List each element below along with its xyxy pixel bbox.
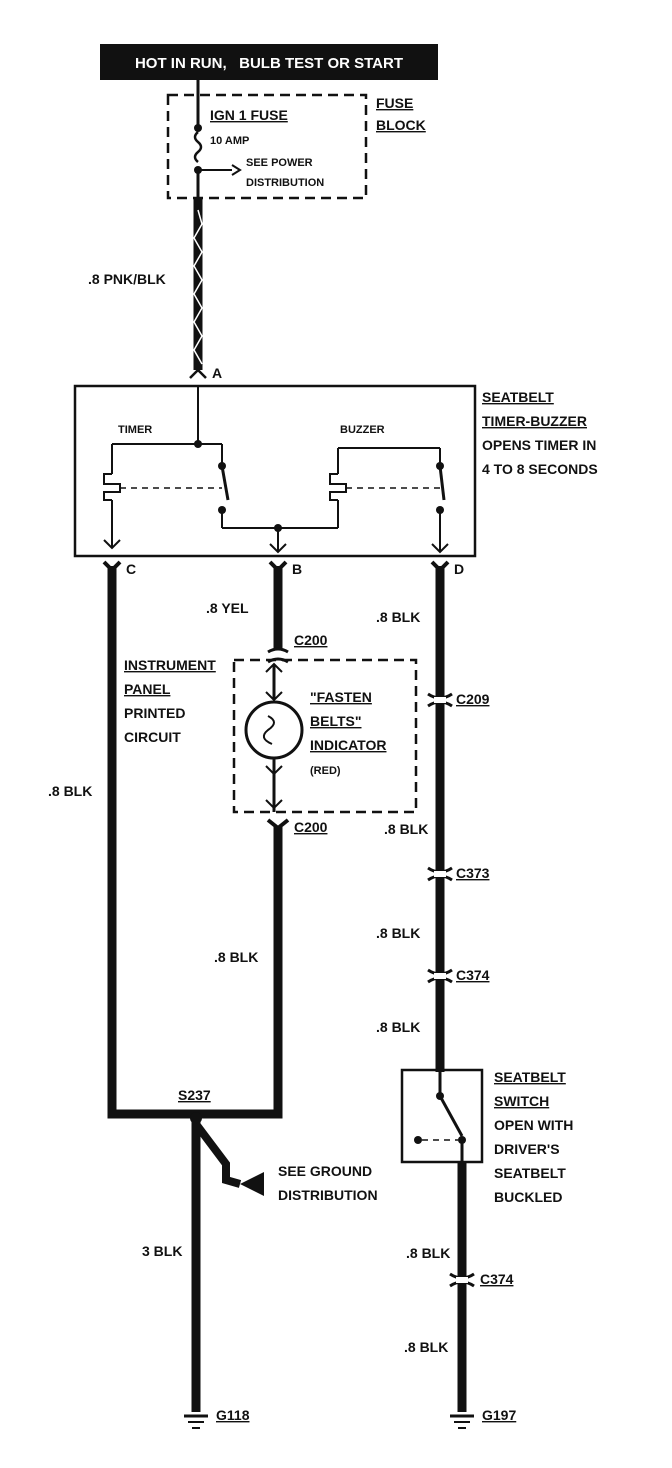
buzzer-label: BUZZER — [340, 424, 385, 436]
c209-label: C209 — [456, 691, 490, 707]
buzzer-coil-icon — [329, 473, 347, 501]
pin-a-label: A — [212, 365, 222, 381]
c373-label: C373 — [456, 865, 490, 881]
timer-buzzer-module — [73, 384, 477, 558]
module-desc-line1: OPENS TIMER IN — [482, 437, 596, 453]
indicator-color: (RED) — [310, 765, 341, 777]
g197-label: G197 — [482, 1407, 516, 1423]
pin-a-arrow-icon — [189, 368, 207, 379]
power-dist-arrow-icon — [231, 164, 242, 176]
c200-top-label: C200 — [294, 632, 328, 648]
module-title-line1: SEATBELT — [482, 389, 554, 405]
indicator-line2: BELTS" — [310, 713, 362, 729]
fuse-block-label-line1: FUSE — [376, 95, 413, 111]
pin-b-label: B — [292, 561, 302, 577]
circuit-d-c209-label: .8 BLK — [384, 821, 428, 837]
indicator-bottom-arrow-icon — [265, 765, 283, 810]
ground-left-wire-label: 3 BLK — [142, 1243, 182, 1259]
pin-b-arrow-icon — [269, 543, 287, 554]
fuse-block-outline — [166, 93, 368, 200]
pin-d-arrow-icon — [431, 543, 449, 554]
indicator-line1: "FASTEN — [310, 689, 372, 705]
pin-d-label: D — [454, 561, 464, 577]
pin-c-label: C — [126, 561, 136, 577]
ground-dist-branch — [192, 1121, 242, 1188]
indicator-bulb-filament — [262, 715, 275, 745]
seatbelt-switch-box — [400, 1068, 484, 1164]
ground-dist-line2: DISTRIBUTION — [278, 1187, 378, 1203]
module-title-line2: TIMER-BUZZER — [482, 413, 587, 429]
indicator-line3: INDICATOR — [310, 737, 386, 753]
c374-upper-label: C374 — [456, 967, 490, 983]
c374-lower-label: C374 — [480, 1271, 514, 1287]
fuse-name: IGN 1 FUSE — [210, 107, 288, 123]
buzzer-contact-blade — [438, 465, 446, 501]
g118-label: G118 — [216, 1407, 250, 1423]
circuit-d-top-label: .8 BLK — [376, 609, 420, 625]
pin-c-arrow-icon — [103, 539, 121, 550]
circuit-c-wire — [107, 566, 283, 1119]
feed-wire-label: .8 PNK/BLK — [88, 271, 166, 287]
circuit-d-c373-label: .8 BLK — [376, 925, 420, 941]
timer-label: TIMER — [118, 424, 152, 436]
switch-open-contact — [414, 1136, 422, 1144]
feed-wire-stripe — [193, 209, 203, 365]
indicator-top-arrow-icon — [265, 662, 283, 702]
switch-line5: SEATBELT — [494, 1165, 566, 1181]
circuit-b-yel-label: .8 YEL — [206, 600, 249, 616]
c200-bottom-connector-icon — [266, 818, 290, 831]
ip-line4: CIRCUIT — [124, 729, 181, 745]
s237-label: S237 — [178, 1087, 211, 1103]
switch-line2: SWITCH — [494, 1093, 549, 1109]
timer-coil-icon — [103, 473, 121, 501]
timer-contact-blade — [220, 465, 230, 501]
ground-dist-arrow-icon — [240, 1172, 264, 1196]
circuit-c-label: .8 BLK — [48, 783, 92, 799]
see-power-line1: SEE POWER — [246, 157, 313, 169]
c374-upper-gap — [434, 973, 446, 979]
see-power-line2: DISTRIBUTION — [246, 177, 324, 189]
fuse-block-label-line2: BLOCK — [376, 117, 426, 133]
module-desc-line2: 4 TO 8 SECONDS — [482, 461, 598, 477]
c373-gap — [434, 871, 446, 877]
power-header-bar — [100, 44, 438, 80]
circuit-d-bottom-label: .8 BLK — [404, 1339, 448, 1355]
circuit-d-c374-label: .8 BLK — [376, 1019, 420, 1035]
ip-line1: INSTRUMENT — [124, 657, 216, 673]
fuse-element-icon — [193, 131, 203, 163]
ip-line2: PANEL — [124, 681, 171, 697]
c209-gap — [434, 697, 446, 703]
switch-blade — [438, 1095, 464, 1137]
switch-line4: DRIVER'S — [494, 1141, 560, 1157]
c374-lower-gap — [456, 1277, 468, 1283]
switch-line6: BUCKLED — [494, 1189, 562, 1205]
power-header-label: HOT IN RUN, BULB TEST OR START — [135, 55, 403, 72]
circuit-d-switch-out-label: .8 BLK — [406, 1245, 450, 1261]
fuse-top-node — [194, 124, 202, 132]
circuit-b-blk-label: .8 BLK — [214, 949, 258, 965]
switch-line3: OPEN WITH — [494, 1117, 573, 1133]
ground-dist-line1: SEE GROUND — [278, 1163, 372, 1179]
switch-line1: SEATBELT — [494, 1069, 566, 1085]
fuse-rating: 10 AMP — [210, 135, 249, 147]
ip-line3: PRINTED — [124, 705, 185, 721]
c200-bottom-label: C200 — [294, 819, 328, 835]
indicator-bulb-icon — [244, 700, 304, 760]
indicator-panel-outline — [232, 658, 418, 814]
